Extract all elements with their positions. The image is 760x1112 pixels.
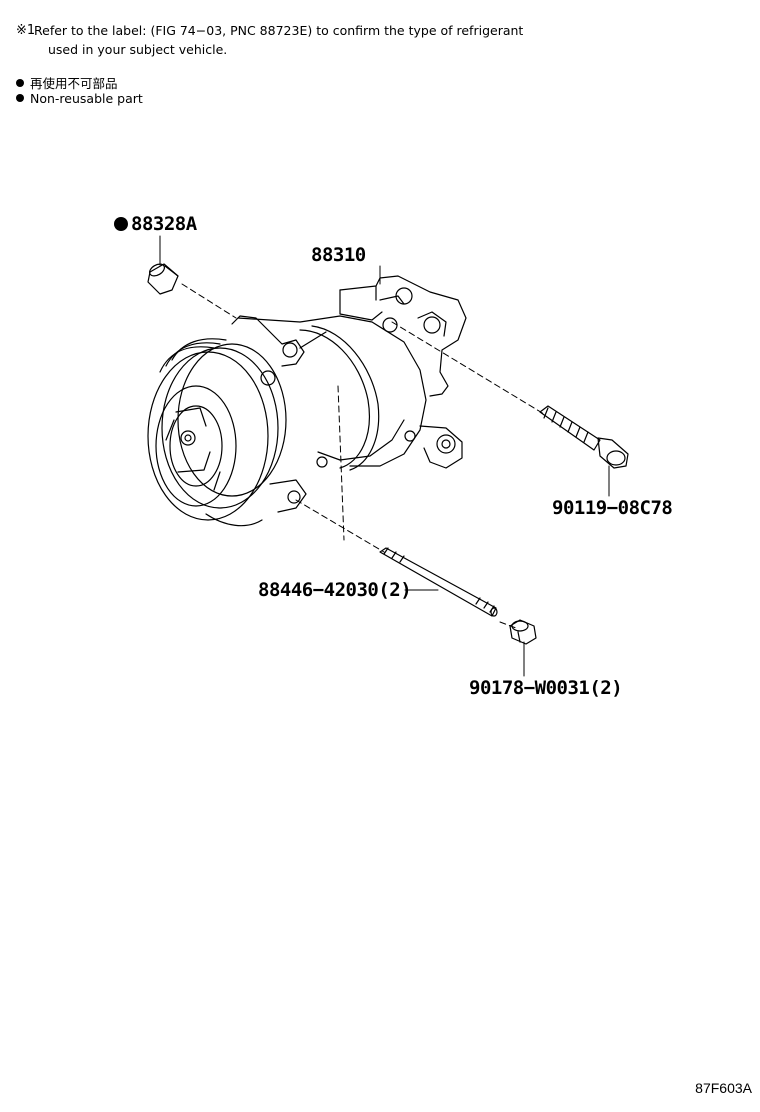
- legend-japanese-text: 再使用不可部品: [30, 76, 118, 91]
- part-label-nut[interactable]: 90178−W0031(2): [469, 677, 623, 699]
- leader-lines: [159, 235, 610, 677]
- legend-english: Non-reusable part: [16, 91, 143, 106]
- seal-part: [147, 263, 179, 295]
- note-line-1: Refer to the label: (FIG 74−03, PNC 8872…: [34, 23, 524, 38]
- part-number-seal: 88328A: [131, 213, 197, 235]
- non-reusable-dot-icon: [16, 79, 24, 87]
- figure-id: 87F603A: [695, 1080, 752, 1096]
- note-line-2: used in your subject vehicle.: [48, 42, 228, 57]
- note-reference-mark: ※1: [16, 23, 36, 38]
- part-label-seal[interactable]: 88328A: [114, 213, 197, 235]
- compressor-body: [147, 275, 467, 527]
- non-reusable-dot-icon: [16, 94, 24, 102]
- part-label-stud[interactable]: 88446−42030(2): [258, 579, 412, 601]
- bolt-part: [539, 405, 629, 469]
- legend-japanese: 再使用不可部品: [16, 73, 118, 92]
- non-reusable-dot-icon: [114, 217, 128, 231]
- stud-part: [379, 547, 498, 617]
- legend-english-text: Non-reusable part: [30, 91, 143, 106]
- assembly-guide-lines: [181, 283, 545, 629]
- part-label-compressor[interactable]: 88310: [311, 244, 366, 266]
- nut-part: [509, 619, 537, 645]
- part-label-bolt[interactable]: 90119−08C78: [552, 497, 673, 519]
